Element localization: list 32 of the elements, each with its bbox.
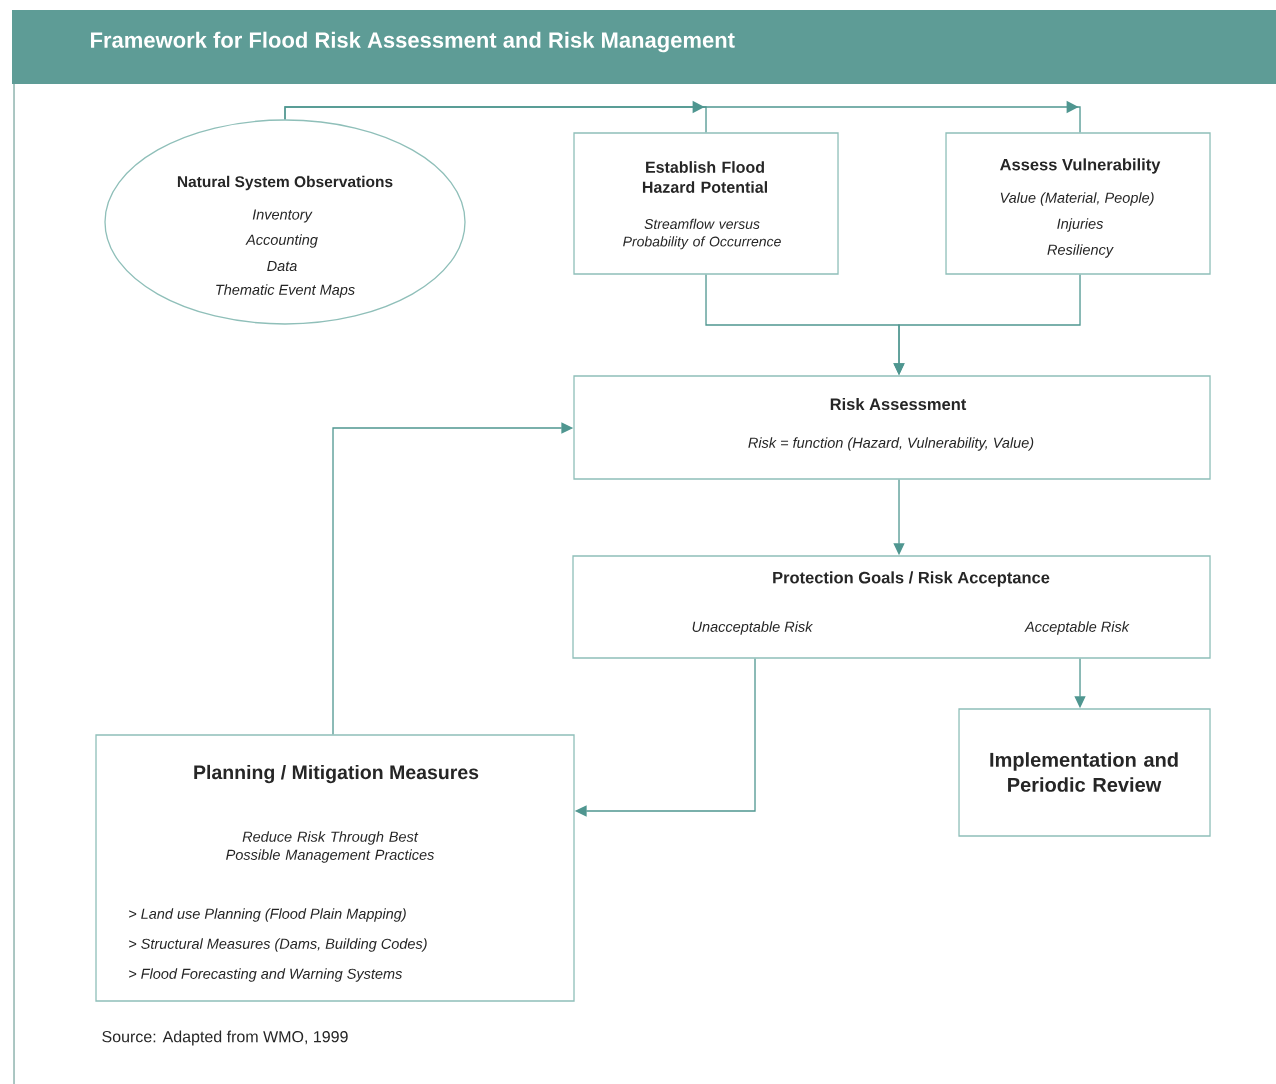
box-title: Establish Flood Hazard Potential: [642, 161, 767, 193]
box-text: > Flood Forecasting and Warning Systems: [129, 968, 403, 982]
process-box: [572, 555, 1211, 659]
process-box: [573, 132, 839, 275]
process-box: [573, 375, 1211, 480]
box-text: > Structural Measures (Dams, Building Codes): [129, 938, 427, 952]
process-box: [95, 734, 575, 1002]
observation-ellipse: [104, 119, 466, 325]
box-text: Acceptable Risk: [1024, 621, 1130, 635]
caption: Source: Adapted from WMO, 1999: [102, 1030, 348, 1046]
box-text: Inventory: [252, 209, 313, 223]
box-text: Value (Material, People): [1000, 192, 1154, 206]
box-title: Risk Assessment: [830, 397, 967, 411]
box-text: > Land use Planning (Flood Plain Mapping): [129, 908, 406, 922]
box-text: Unacceptable Risk: [692, 621, 814, 635]
box-title: Implementation and Periodic Review: [990, 752, 1178, 792]
box-text: Thematic Event Maps: [216, 284, 355, 298]
title: Framework for Flood Risk Assessment and Risk Management: [91, 31, 735, 53]
process-box: [945, 132, 1211, 275]
box-title: Assess Vulnerability: [1000, 158, 1161, 174]
arrow: [284, 100, 1081, 133]
box-text: Streamflow versus Probability of Occurrence: [623, 218, 781, 250]
box-title: Natural System Observations: [177, 175, 393, 191]
box-text: Injuries: [1057, 218, 1104, 232]
box-text: Resiliency: [1047, 244, 1114, 258]
box-title: Protection Goals / Risk Acceptance: [773, 571, 1050, 587]
box-text: Reduce Risk Through Best Possible Management Practices: [226, 831, 435, 863]
box-title: Planning / Mitigation Measures: [194, 764, 479, 784]
box-text: Data: [267, 260, 297, 272]
box-text: Risk = function (Hazard, Vulnerability, Value): [748, 437, 1034, 451]
box-text: Accounting: [245, 234, 318, 248]
process-box: [958, 708, 1211, 837]
